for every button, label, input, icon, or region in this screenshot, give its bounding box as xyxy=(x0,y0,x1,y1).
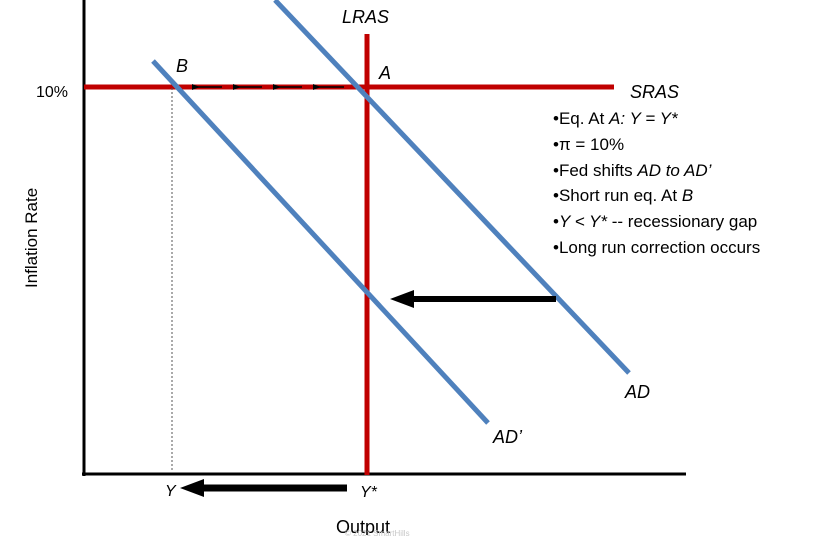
point-b-label: B xyxy=(176,56,188,76)
bullet-dot: • xyxy=(553,109,559,128)
lras-label: LRAS xyxy=(342,7,389,27)
sras-label: SRAS xyxy=(630,82,679,102)
bullet-text: AD to AD’ xyxy=(637,160,712,180)
bullet-dot: • xyxy=(553,237,559,257)
bullet-text: B xyxy=(681,186,694,206)
bullet-dot: • xyxy=(553,134,559,154)
y-star-output-label: Y* xyxy=(360,484,378,501)
bullet-item: •Y < Y* -- recessionary gap xyxy=(553,209,815,235)
bullet-item: •Fed shifts AD to AD’ xyxy=(553,158,815,184)
explanation-bullet-list: •Eq. At A: Y = Y*•π = 10%•Fed shifts AD … xyxy=(553,106,815,261)
bullet-dot: • xyxy=(553,160,559,180)
ad-prime-label: AD’ xyxy=(492,427,523,447)
bullet-item: •Long run correction occurs xyxy=(553,235,815,261)
bullet-text: Eq. At xyxy=(558,109,610,128)
point-a-label: A xyxy=(378,63,391,83)
x-axis-title: Output xyxy=(336,517,390,535)
bullet-item: •π = 10% xyxy=(553,132,815,158)
y-output-label: Y xyxy=(165,483,177,500)
bullet-dot: • xyxy=(553,186,559,206)
bullet-dot: • xyxy=(553,212,559,232)
ad-shift-arrow-head xyxy=(390,290,414,308)
bullet-text: Fed shifts xyxy=(558,160,638,180)
bullet-text: Y < Y* xyxy=(558,212,608,232)
ad-label: AD xyxy=(624,382,650,402)
bullet-text: Long run correction occurs xyxy=(558,237,761,257)
bullet-item: •Short run eq. At B xyxy=(553,183,815,209)
inflation-tick-label: 10% xyxy=(36,84,68,101)
bullet-item: •Eq. At A: Y = Y* xyxy=(553,106,815,132)
ad-prime-curve xyxy=(151,59,490,425)
bullet-text: -- recessionary gap xyxy=(607,212,758,232)
ad-curve xyxy=(273,0,631,375)
bullet-text: A: Y = Y* xyxy=(609,109,678,128)
bullet-text: π = 10% xyxy=(558,134,625,154)
bullet-text: Short run eq. At xyxy=(558,186,682,206)
output-gap-arrow-head xyxy=(180,479,204,497)
copyright-notice: © 2021 SmartHills xyxy=(345,529,410,538)
y-axis-title: Inflation Rate xyxy=(22,188,41,288)
